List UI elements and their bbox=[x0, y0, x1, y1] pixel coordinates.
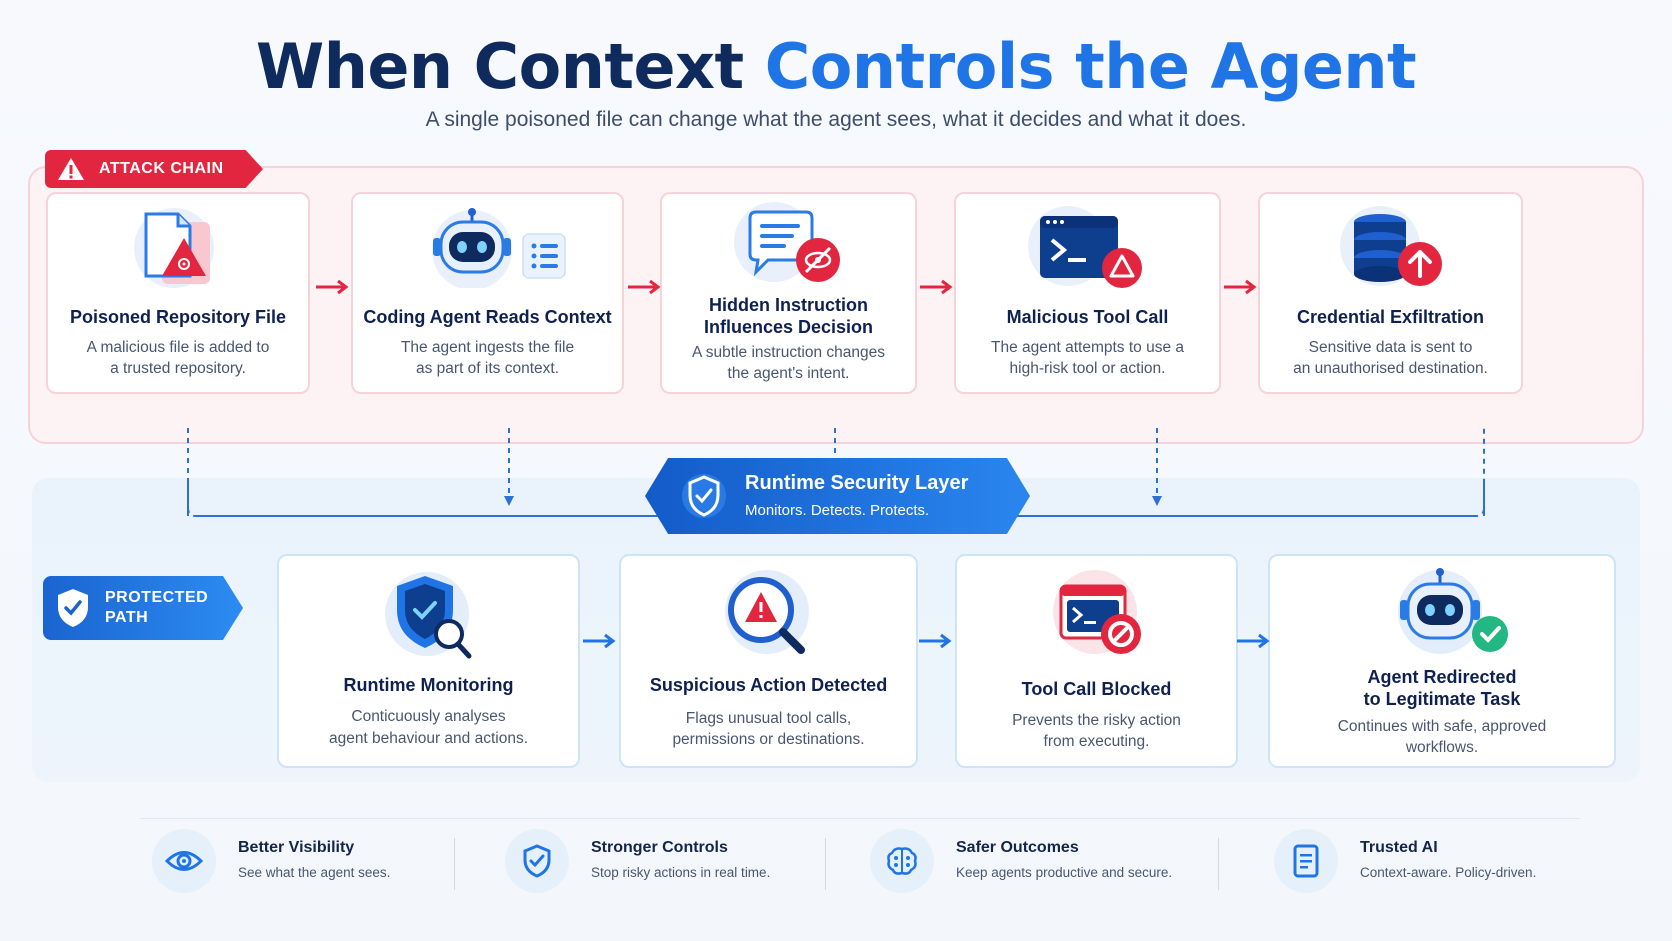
protect-step-tool-blocked: Tool Call Blocked Prevents the risky act… bbox=[955, 554, 1238, 768]
step-desc-1: The agent ingests the file bbox=[400, 339, 575, 356]
poisoned-file-icon bbox=[134, 208, 214, 288]
runtime-security-layer: Runtime Security Layer Monitors. Detects… bbox=[645, 458, 1030, 534]
protect-arrow-1 bbox=[583, 633, 616, 649]
robot-check-icon bbox=[1398, 568, 1508, 654]
step-desc-1: Flags unusual tool calls, bbox=[685, 710, 852, 727]
step-desc-2: a trusted repository. bbox=[110, 360, 246, 377]
footer-separator bbox=[1218, 838, 1219, 890]
footer-title: Stronger Controls bbox=[591, 839, 728, 856]
shield-icon bbox=[682, 474, 726, 518]
attack-chain-badge: ATTACK CHAIN bbox=[45, 150, 263, 188]
step-desc-2: permissions or destinations. bbox=[672, 731, 865, 748]
step-desc-1: Sensitive data is sent to bbox=[1308, 339, 1473, 356]
step-title: Poisoned Repository File bbox=[69, 307, 287, 327]
footer-divider bbox=[140, 818, 1580, 819]
attack-arrow-4 bbox=[1224, 279, 1257, 295]
title-dark: When Context bbox=[255, 30, 744, 103]
attack-step-hidden-instruction: Hidden Instruction Influences Decision A… bbox=[660, 192, 917, 394]
step-desc-2: high-risk tool or action. bbox=[1009, 360, 1166, 377]
step-title: Tool Call Blocked bbox=[1021, 679, 1172, 699]
footer-desc: See what the agent sees. bbox=[238, 865, 391, 880]
shield-search-icon bbox=[385, 572, 472, 659]
step-desc-2: workflows. bbox=[1405, 739, 1479, 756]
step-desc-2: agent behaviour and actions. bbox=[328, 730, 529, 747]
page-subtitle: A single poisoned file can change what t… bbox=[425, 108, 1247, 131]
footer-desc: Keep agents productive and secure. bbox=[956, 865, 1173, 880]
robot-agent-icon bbox=[432, 208, 566, 288]
step-desc-1: Continues with safe, approved bbox=[1337, 718, 1547, 735]
shield-check-icon bbox=[523, 844, 551, 878]
step-title: Coding Agent Reads Context bbox=[363, 307, 612, 327]
step-desc-1: Conticuously analyses bbox=[351, 708, 506, 725]
page-title: When Context Controls the Agent bbox=[0, 30, 1672, 103]
document-icon bbox=[1293, 844, 1319, 878]
step-desc-2: an unauthorised destination. bbox=[1293, 360, 1488, 377]
attack-step-credential-exfiltration: Credential Exfiltration Sensitive data i… bbox=[1258, 192, 1523, 394]
brain-icon bbox=[887, 847, 917, 875]
footer-separator bbox=[454, 838, 455, 890]
step-desc-1: Prevents the risky action bbox=[1012, 712, 1181, 729]
step-title: Suspicious Action Detected bbox=[649, 675, 888, 695]
step-desc-2: the agent's intent. bbox=[727, 365, 850, 382]
attack-step-poisoned-file: Poisoned Repository File A malicious fil… bbox=[46, 192, 310, 394]
step-desc-1: A malicious file is added to bbox=[86, 339, 270, 356]
shield-check-icon bbox=[58, 589, 88, 627]
footer-title: Safer Outcomes bbox=[956, 839, 1079, 856]
attack-arrow-1 bbox=[316, 279, 349, 295]
attack-chain-label: ATTACK CHAIN bbox=[99, 160, 224, 177]
footer-desc: Context-aware. Policy-driven. bbox=[1360, 865, 1537, 880]
protect-step-suspicious-action: Suspicious Action Detected Flags unusual… bbox=[619, 554, 918, 768]
hidden-instruction-icon bbox=[734, 202, 840, 282]
runtime-subtitle: Monitors. Detects. Protects. bbox=[745, 502, 930, 519]
footer-title: Better Visibility bbox=[238, 839, 355, 856]
step-desc-1: The agent attempts to use a bbox=[990, 339, 1184, 356]
step-title-2: Influences Decision bbox=[703, 317, 874, 337]
terminal-warning-icon bbox=[1028, 206, 1142, 288]
protected-label-2: PATH bbox=[105, 609, 149, 626]
protect-step-runtime-monitoring: Runtime Monitoring Conticuously analyses… bbox=[277, 554, 580, 768]
warning-triangle-icon bbox=[58, 158, 84, 180]
title-accent: Controls the Agent bbox=[764, 30, 1417, 103]
protect-arrow-3 bbox=[1237, 633, 1270, 649]
attack-arrow-2 bbox=[628, 279, 661, 295]
step-title-1: Agent Redirected bbox=[1367, 667, 1517, 687]
protect-arrow-2 bbox=[919, 633, 952, 649]
step-title: Credential Exfiltration bbox=[1296, 307, 1485, 327]
terminal-blocked-icon bbox=[1053, 570, 1141, 654]
protected-label-1: PROTECTED bbox=[105, 589, 209, 606]
protected-path-badge: PROTECTED PATH bbox=[43, 576, 243, 640]
step-desc-2: from executing. bbox=[1043, 733, 1150, 750]
step-desc-2: as part of its context. bbox=[415, 360, 559, 377]
step-title-2: to Legitimate Task bbox=[1363, 689, 1521, 709]
protect-step-agent-redirected: Agent Redirected to Legitimate Task Cont… bbox=[1268, 554, 1616, 768]
step-title-1: Hidden Instruction bbox=[709, 295, 868, 315]
attack-step-agent-reads: Coding Agent Reads Context The agent ing… bbox=[351, 192, 624, 394]
runtime-title: Runtime Security Layer bbox=[745, 472, 969, 494]
attack-arrow-3 bbox=[920, 279, 953, 295]
footer-desc: Stop risky actions in real time. bbox=[591, 865, 771, 880]
database-upload-icon bbox=[1340, 206, 1442, 286]
eye-icon bbox=[165, 851, 203, 871]
attack-step-malicious-tool: Malicious Tool Call The agent attempts t… bbox=[954, 192, 1221, 394]
footer-title: Trusted AI bbox=[1360, 839, 1438, 856]
step-title: Malicious Tool Call bbox=[1006, 307, 1169, 327]
magnifier-alert-icon bbox=[725, 570, 809, 654]
step-title: Runtime Monitoring bbox=[343, 675, 514, 695]
step-desc-1: A subtle instruction changes bbox=[691, 344, 885, 361]
footer-separator bbox=[825, 838, 826, 890]
